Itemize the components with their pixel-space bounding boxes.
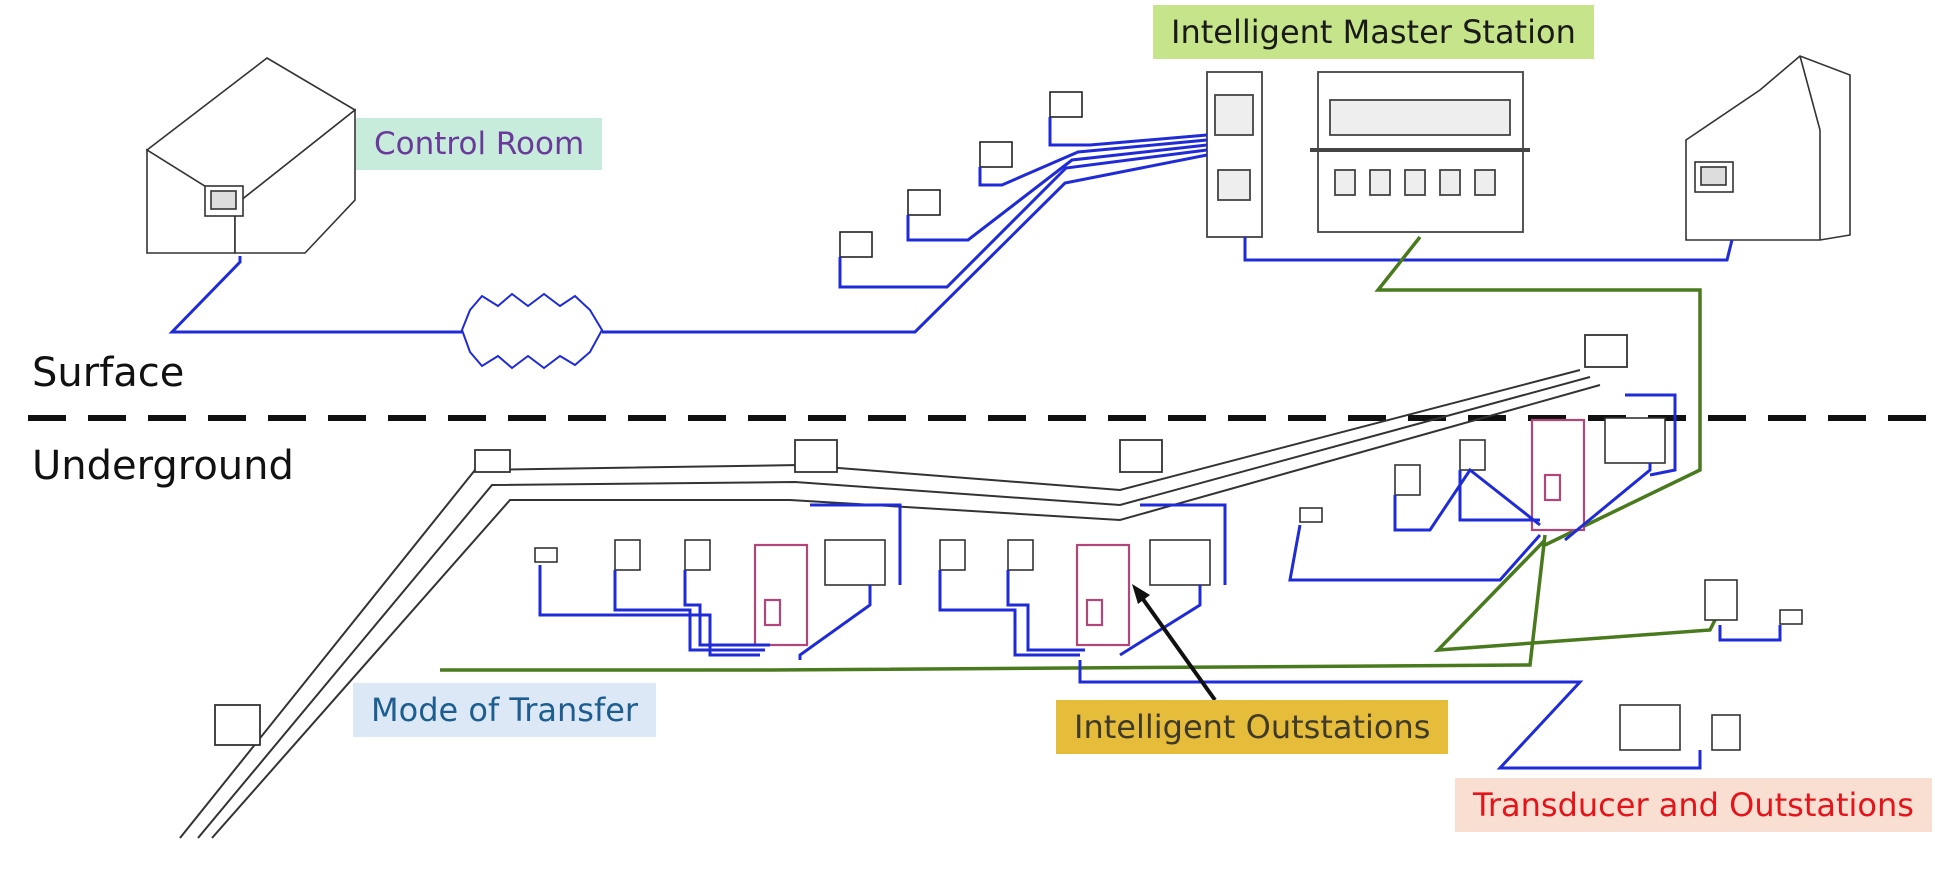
conveyor-drives <box>214 334 1628 746</box>
remote-building <box>1685 55 1851 241</box>
underground-devices <box>534 417 1803 751</box>
conveyor-belts <box>179 369 1601 839</box>
outstation-pointer-arrow <box>1138 593 1217 702</box>
arrow-head-icon <box>1132 584 1150 604</box>
network-cloud <box>460 292 604 370</box>
control-room-building <box>145 57 357 254</box>
surface-network-lines <box>168 117 1734 334</box>
underground-network-lines <box>538 393 1782 770</box>
intelligent-outstations-label: Intelligent Outstations <box>1056 700 1449 754</box>
underground-label: Underground <box>32 443 294 489</box>
surface-workstations <box>839 91 1083 258</box>
master-station-racks <box>1206 71 1530 238</box>
control-room-label: Control Room <box>356 118 603 170</box>
transducer-outstations-label: Transducer and Outstations <box>1455 778 1932 832</box>
outstation-cabinets <box>753 418 1586 647</box>
mode-of-transfer-label: Mode of Transfer <box>353 683 657 737</box>
trunk-line <box>440 235 1717 672</box>
master-station-label: Intelligent Master Station <box>1153 5 1594 59</box>
surface-label: Surface <box>32 350 185 396</box>
